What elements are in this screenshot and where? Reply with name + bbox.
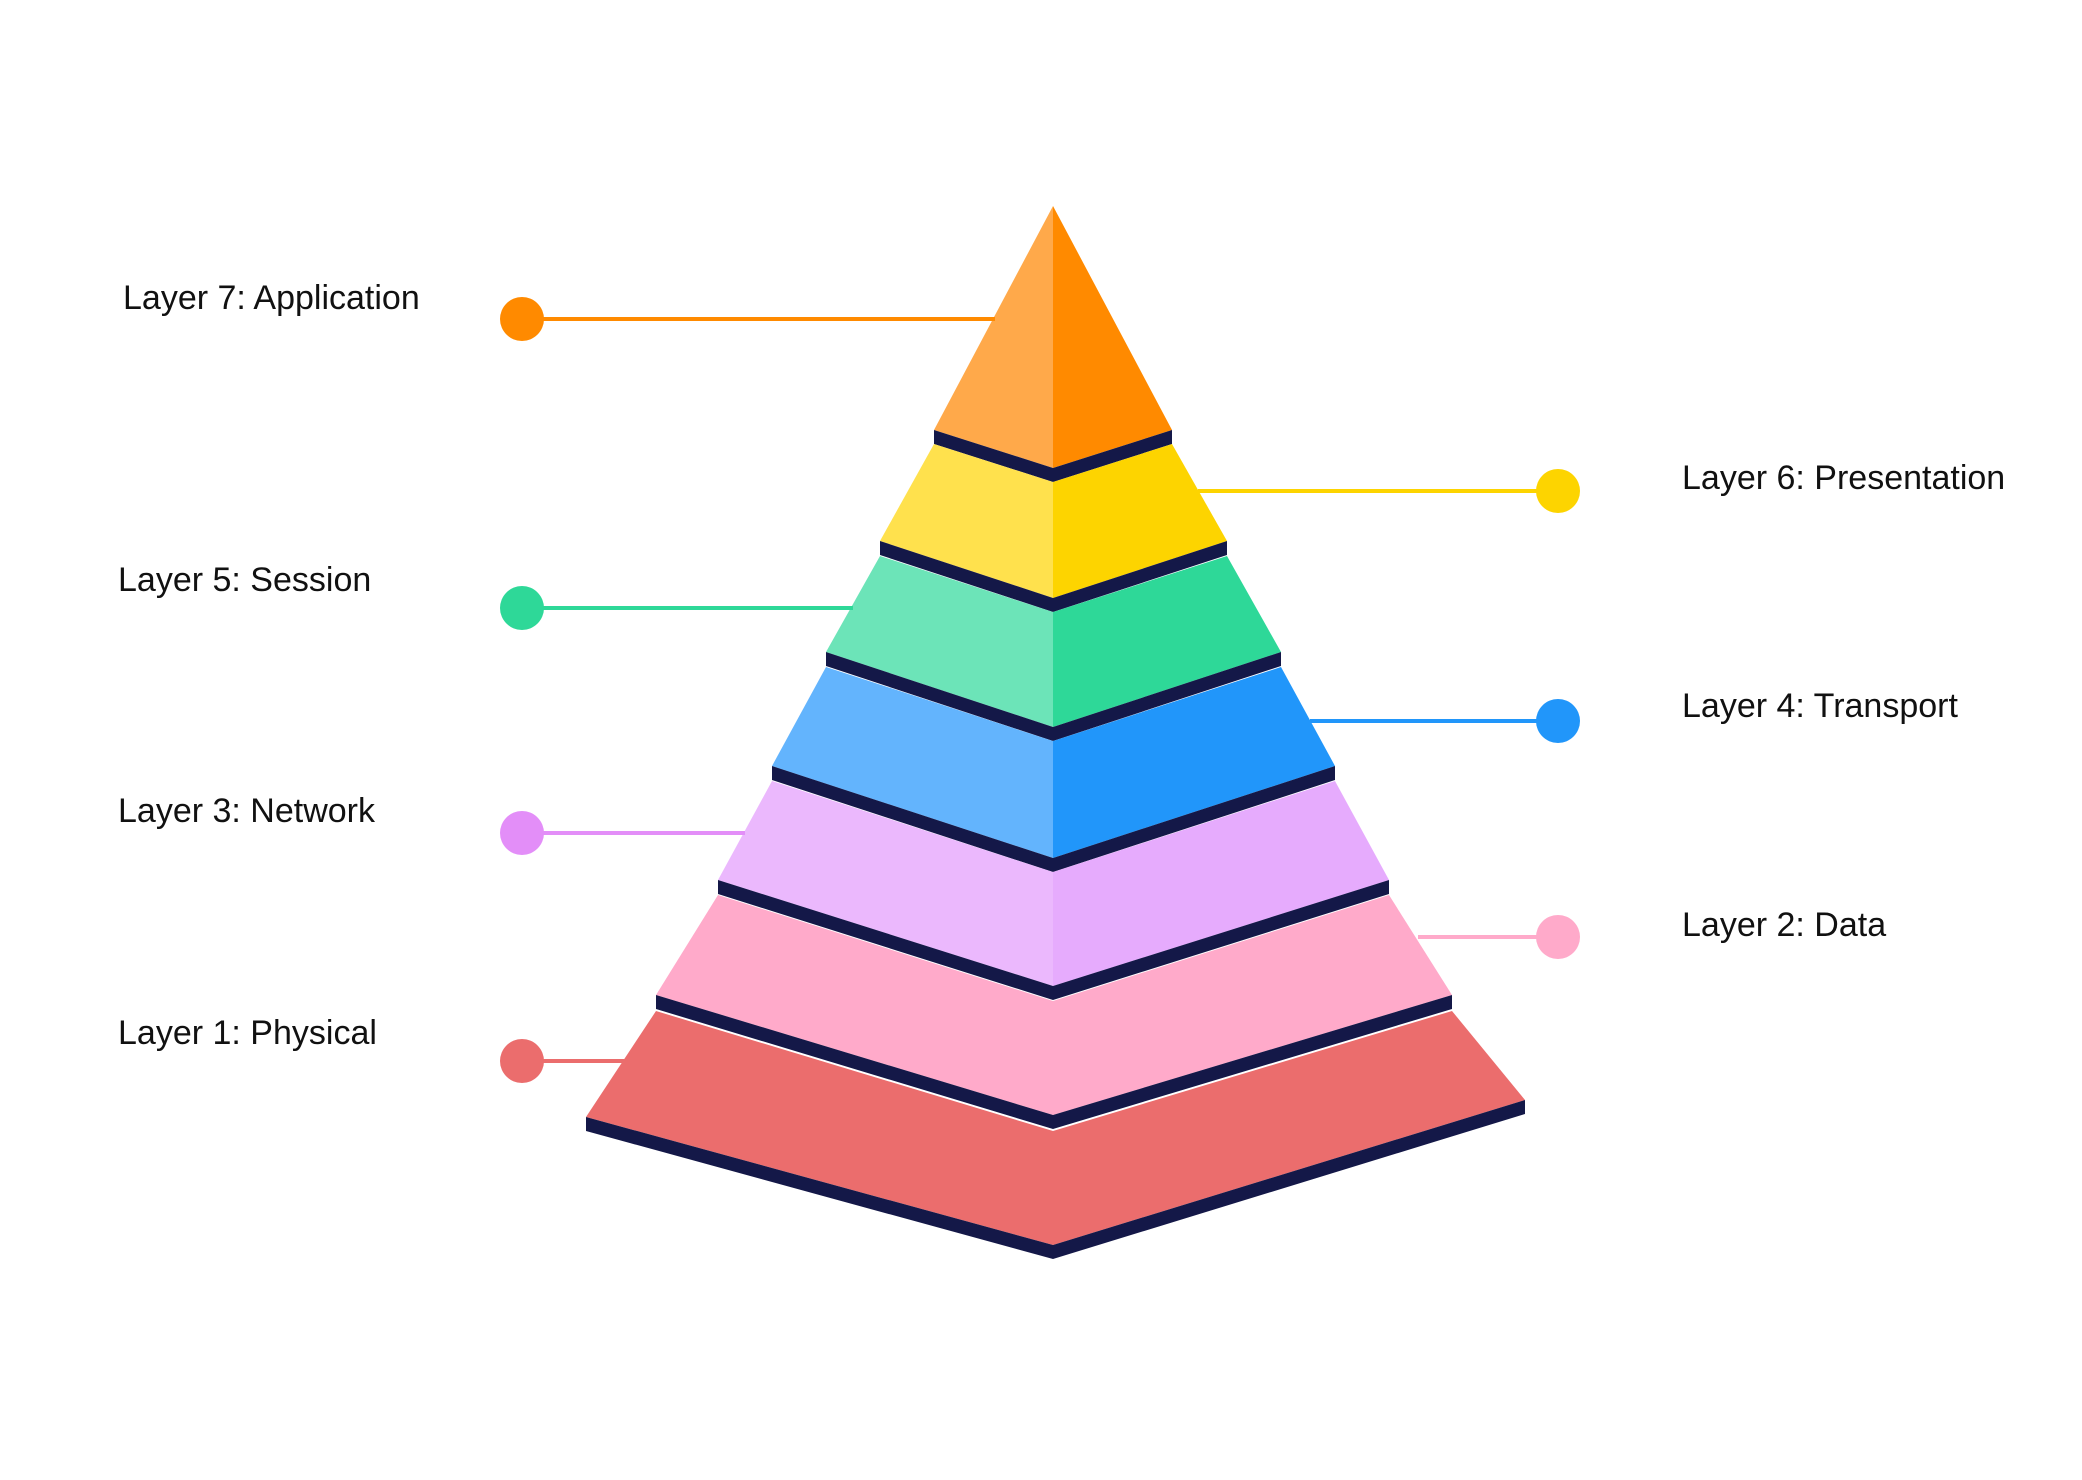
layer-3-marker-dot [500,811,544,855]
layer-2-marker-dot [1536,915,1580,959]
layer-4-marker-dot [1536,699,1580,743]
layer-2-right-face [1053,895,1452,1115]
label-layer-2: Layer 2: Data [1682,906,1887,944]
layer-6-edge-band [880,541,1227,612]
layer-6-left-face [880,444,1053,598]
layer-4-left-face [772,667,1053,858]
layer-7-marker-dot [500,297,544,341]
layer-3-right-face [1053,781,1389,986]
layer-7-edge-band [934,430,1172,482]
layer-7-left-face [934,206,1053,468]
label-layer-1: Layer 1: Physical [118,1014,377,1052]
layer-5-right-face [1053,556,1281,727]
label-layer-7: Layer 7: Application [123,279,420,317]
layer-1-right-face [1053,1011,1525,1245]
layer-1-edge-band [586,1100,1525,1259]
layer-7-right-face [1053,206,1172,468]
label-layer-4: Layer 4: Transport [1682,687,1958,725]
layer-5-marker-dot [500,586,544,630]
layer-6-right-face [1053,444,1227,598]
layer-2-left-face [656,895,1053,1115]
layer-3-left-face [718,781,1053,986]
layer-1-left-face [586,1011,1053,1245]
layer-6-marker-dot [1536,469,1580,513]
label-layer-5: Layer 5: Session [118,561,372,599]
label-layer-6: Layer 6: Presentation [1682,459,2006,497]
layer-4-right-face [1053,667,1335,858]
layer-1-marker-dot [500,1039,544,1083]
layer-5-left-face [826,556,1053,727]
label-layer-3: Layer 3: Network [118,792,375,830]
